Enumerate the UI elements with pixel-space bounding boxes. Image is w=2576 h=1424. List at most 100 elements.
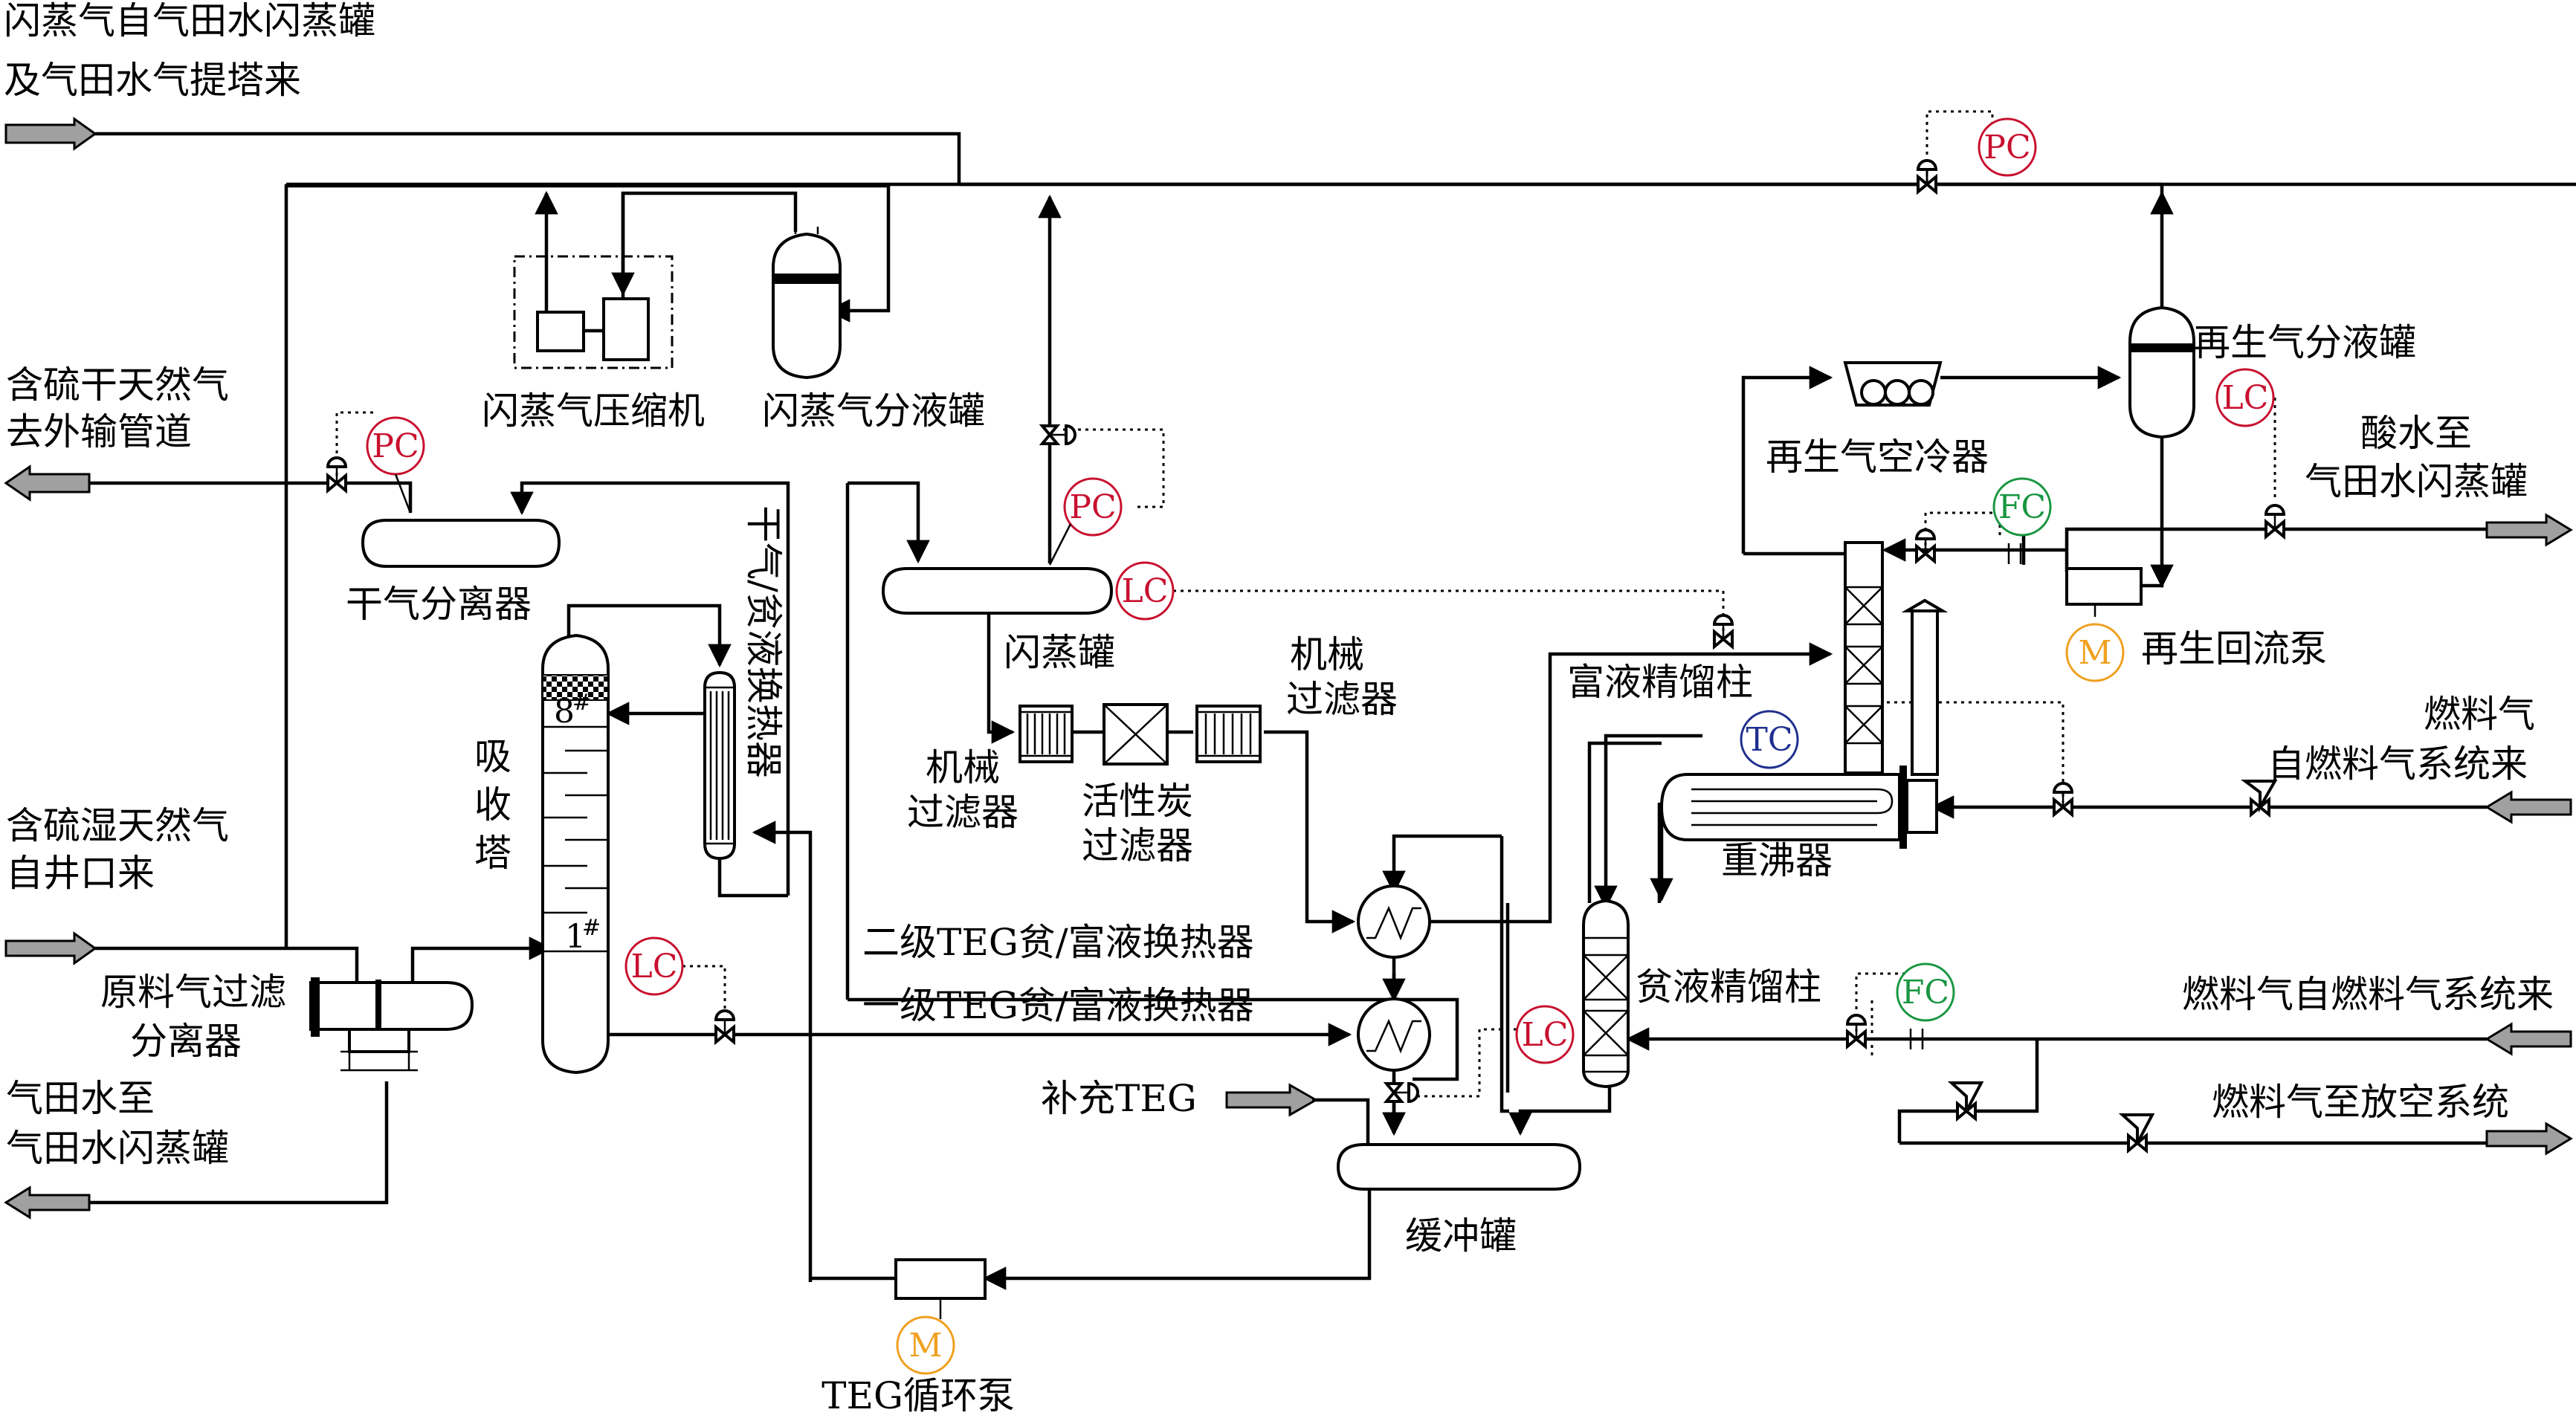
stream-labels: 闪蒸气自气田水闪蒸罐 及气田水气提塔来 含硫干天然气 去外输管道 含硫湿天然气 …: [4, 0, 2554, 1170]
label-flash-gas-knockout: 闪蒸气分液罐: [762, 389, 985, 433]
label-dry-gas-out-line2: 去外输管道: [6, 410, 192, 453]
label-reboiler: 重沸器: [1721, 839, 1833, 882]
label-tray-bottom-mark: #: [582, 915, 601, 941]
piping: [89, 132, 2576, 1290]
inlet-arrow-fuel-gas-bottom: [2485, 1022, 2572, 1056]
stage2-lean-rich-exchanger: [1357, 884, 1431, 959]
label-regen-air-cooler: 再生气空冷器: [1766, 436, 1989, 479]
label-regen-gas-knockout: 再生气分液罐: [2193, 321, 2416, 364]
svg-text:M: M: [908, 1327, 942, 1365]
valve-acid-water-lc: [2264, 504, 2286, 540]
instrument-pc-flash-tank: PC: [1048, 477, 1123, 566]
instrument-lc-absorber: LC: [624, 936, 684, 996]
svg-text:PC: PC: [1069, 488, 1116, 526]
label-fuel-gas-top-line2: 自燃料气系统来: [2267, 742, 2528, 786]
label-circulation-pump: TEG循环泵: [821, 1374, 1015, 1417]
label-mech-filter-2-line2: 过滤器: [1286, 678, 1398, 721]
label-fuel-gas-flare: 燃料气至放空系统: [2212, 1081, 2509, 1124]
valve-dry-gas-pc: [326, 456, 348, 494]
orifice-fuel: [1909, 1029, 1924, 1049]
label-dry-gas-out-line1: 含硫干天然气: [6, 363, 229, 407]
svg-text:FC: FC: [1998, 488, 2046, 526]
motor-teg-circulation-pump: M: [896, 1315, 955, 1375]
signal-lines: [335, 110, 2276, 1098]
regen-gas-air-cooler: [1843, 361, 1943, 407]
svg-text:TC: TC: [1746, 721, 1792, 759]
flash-gas-knockout-drum: [772, 227, 842, 380]
label-acid-water-line2: 气田水闪蒸罐: [2305, 460, 2528, 503]
mechanical-filter-1: [1019, 705, 1074, 763]
label-tray-top: 8: [554, 693, 575, 731]
svg-text:LC: LC: [1522, 1016, 1569, 1054]
activated-carbon-filter: [1103, 703, 1169, 766]
valve-fuel-gas-regulator-bottom: [1947, 1081, 1984, 1122]
outlet-arrow-fuel-gas-flare: [2485, 1122, 2573, 1156]
teg-circulation-pump: [894, 1258, 987, 1319]
label-gasfield-water-line2: 气田水闪蒸罐: [6, 1127, 229, 1170]
label-surge-tank: 缓冲罐: [1405, 1214, 1517, 1258]
instrument-lc-flash-tank: LC: [1115, 561, 1175, 621]
lean-still-column: [1582, 899, 1630, 1089]
label-exchanger-stage2: 二级TEG贫/富液换热器: [862, 921, 1254, 964]
stage1-lean-rich-exchanger: [1357, 997, 1431, 1072]
label-mech-filter-1-line2: 过滤器: [907, 791, 1019, 834]
regen-reflux-pump: [2065, 567, 2143, 617]
instrument-lc-lean-still: LC: [1515, 1005, 1575, 1064]
regen-gas-knockout-drum: [2128, 305, 2195, 439]
reboiler-stack: [1901, 598, 1949, 776]
label-carbon-filter-line1: 活性炭: [1082, 780, 1193, 823]
label-wet-gas-in-line1: 含硫湿天然气: [6, 804, 229, 847]
instrument-lc-regen-knockout: LC: [2215, 368, 2275, 427]
label-exchanger-stage1: 一级TEG贫/富液换热器: [862, 984, 1254, 1027]
inlet-arrow-flash-gas: [4, 117, 97, 151]
label-absorber-2: 收: [474, 783, 511, 826]
valve-fuel-gas-regulator-top: [2241, 780, 2278, 818]
instrument-fc-fuel-gas: FC: [1896, 962, 1955, 1022]
label-flash-tank: 闪蒸罐: [1004, 631, 1115, 674]
label-lean-liquid-exchanger: 干气/贫液换热器: [742, 505, 785, 778]
label-carbon-filter-line2: 过滤器: [1082, 824, 1193, 867]
feed-filter-separator: [309, 977, 474, 1072]
valve-fuel-gas-fc: [1845, 1014, 1868, 1050]
inlet-arrow-wet-gas: [4, 931, 97, 965]
svg-text:PC: PC: [1983, 129, 2030, 166]
label-absorber-1: 吸: [474, 735, 511, 778]
surge-tank: [1336, 1143, 1582, 1191]
label-lean-still-column: 贫液精馏柱: [1636, 965, 1821, 1009]
outlet-arrow-dry-gas: [4, 465, 91, 502]
label-mech-filter-1-line1: 机械: [926, 746, 1000, 789]
valve-flash-tank-lc: [1712, 614, 1734, 650]
valve-lean-still-lc: [1383, 1081, 1419, 1104]
mechanical-filter-2: [1195, 705, 1262, 763]
label-fuel-gas-bottom: 燃料气自燃料气系统来: [2182, 973, 2554, 1016]
label-feed-filter-line1: 原料气过滤: [100, 971, 286, 1014]
instrument-pc-flash-gas: PC: [1978, 117, 2037, 177]
valve-absorber-lc: [714, 1009, 736, 1046]
orifice-reflux: [2007, 543, 2022, 564]
instrument-fc-reflux: FC: [1992, 477, 2052, 537]
outlet-arrow-acid-water: [2485, 513, 2573, 547]
label-gasfield-water-line1: 气田水至: [6, 1077, 155, 1120]
label-feed-filter-line2: 分离器: [130, 1020, 242, 1063]
svg-text:LC: LC: [631, 948, 678, 986]
inlet-arrow-fuel-gas-top: [2485, 790, 2572, 824]
inlet-arrow-makeup-teg: [1225, 1083, 1319, 1117]
valve-flare-regulator: [2118, 1113, 2155, 1154]
label-flash-gas-in-line2: 及气田水气提塔来: [4, 59, 301, 102]
valve-reflux-fc: [1914, 528, 1937, 565]
svg-text:FC: FC: [1902, 974, 1949, 1012]
flash-gas-compressor: [513, 255, 674, 369]
label-mech-filter-2-line1: 机械: [1290, 633, 1364, 676]
absorber-tray-labels: 8 # 1 #: [554, 690, 601, 956]
dry-gas-separator: [361, 519, 561, 568]
svg-text:LC: LC: [2222, 379, 2269, 417]
rich-still-column: [1844, 541, 1884, 774]
label-dry-gas-separator: 干气分离器: [346, 583, 532, 626]
label-fuel-gas-top-line1: 燃料气: [2424, 693, 2535, 736]
instrument-tc-reboiler: TC: [1740, 710, 1799, 769]
valve-flash-tank-pc: [1039, 424, 1076, 446]
label-tray-top-mark: #: [572, 690, 591, 716]
valve-reboiler-tc: [2052, 782, 2074, 818]
equipment-labels: 闪蒸气压缩机 闪蒸气分液罐 干气分离器 吸 收 塔 干气/贫液换热器 原料气过滤…: [100, 321, 2416, 1417]
